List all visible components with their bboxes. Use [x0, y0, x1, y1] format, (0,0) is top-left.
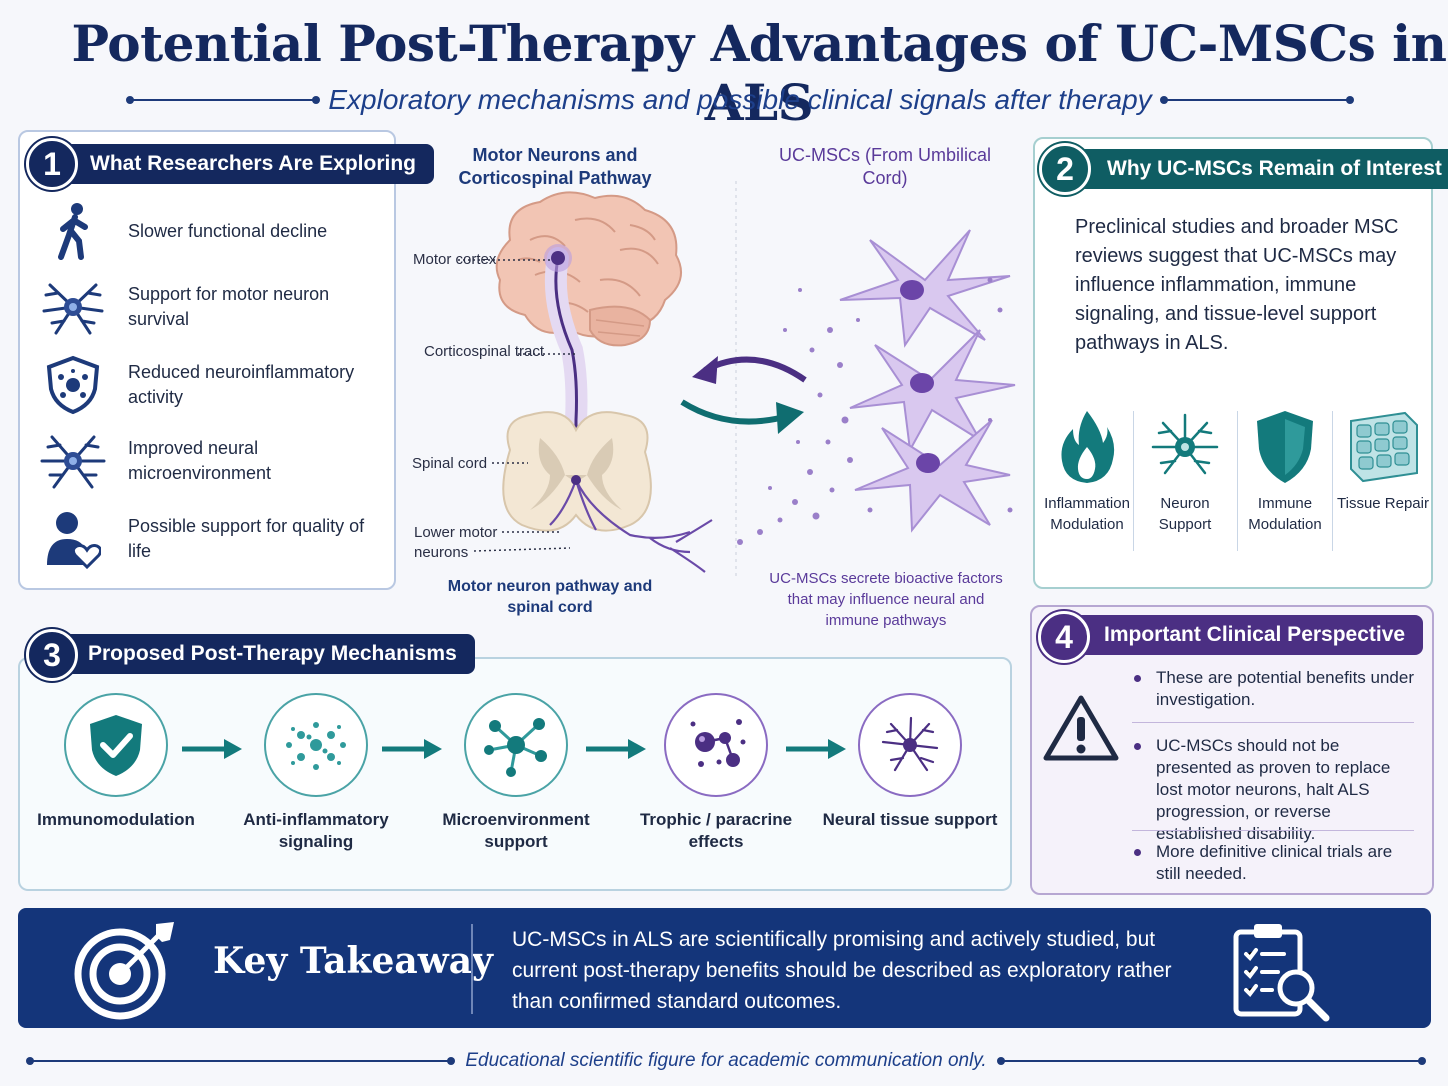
arrow-right-icon — [586, 739, 646, 759]
divider — [1133, 411, 1134, 551]
panel-description: Preclinical studies and broader MSC revi… — [1075, 216, 1399, 354]
neuron-icon — [858, 693, 962, 797]
panel-number-badge: 4 — [1038, 611, 1090, 663]
clipboard-search-icon — [1233, 924, 1330, 1022]
label-motor-cortex: Motor cortex — [413, 251, 497, 268]
panel-number-badge: 2 — [1039, 143, 1091, 195]
page-subtitle: Exploratory mechanisms and possible clin… — [328, 84, 1152, 115]
panel-title-mechanisms: Proposed Post-Therapy Mechanisms — [48, 634, 475, 674]
pathway-diagram — [458, 180, 1016, 580]
panel-researchers-exploring: What Researchers Are Exploring 1 Slower … — [18, 130, 434, 590]
list-item: Support for motor neuron survival — [38, 272, 388, 342]
divider — [996, 1057, 1427, 1065]
divider — [471, 924, 473, 1014]
divider — [1237, 411, 1238, 551]
list-item: Tissue Repair — [1335, 407, 1431, 514]
mechanism-step: Microenvironment support — [426, 693, 606, 853]
mechanism-step: Anti-inflammatory signaling — [226, 693, 406, 853]
warning-icon — [1043, 695, 1119, 761]
mechanism-step: Immunomodulation — [26, 693, 206, 831]
motor-neuron-title: Motor Neurons and Corticospinal Pathway — [458, 145, 652, 188]
panel-number-badge: 1 — [26, 138, 78, 190]
panel-title: What Researchers Are Exploring — [50, 144, 434, 184]
shield-icon — [1257, 411, 1313, 483]
mechanism-step: Neural tissue support — [820, 693, 1000, 831]
motor-pathway-caption: Motor neuron pathway and spinal cord — [447, 578, 653, 616]
list-item: Inflammation Modulation — [1039, 407, 1135, 535]
molecule-icon — [464, 693, 568, 797]
brain-illustration — [495, 191, 683, 347]
list-item: Neuron Support — [1137, 407, 1233, 535]
uc-msc-cells — [839, 229, 1016, 533]
list-item: More definitive clinical trials are stil… — [1132, 841, 1414, 885]
panel-clinical-perspective: Important Clinical Perspective 4 These a… — [1030, 605, 1434, 895]
shield-cell-icon — [38, 355, 108, 415]
spinal-cord-illustration — [502, 411, 652, 532]
neuron-icon — [38, 277, 108, 337]
list-item: Reduced neuroinflammatory activity — [38, 350, 388, 420]
panel-title: Important Clinical Perspective — [1064, 615, 1424, 655]
subtitle-row: Exploratory mechanisms and possible clin… — [125, 80, 1355, 120]
mechanism-step: Trophic / paracrine effects — [626, 693, 806, 853]
panel-number-badge: 3 — [26, 629, 78, 681]
person-heart-icon — [38, 509, 108, 569]
divider — [25, 1057, 456, 1065]
neuron-icon — [1151, 413, 1219, 475]
panel-mechanisms: Immunomodulation Anti-inflammatory signa… — [18, 657, 1012, 891]
arrow-right-icon — [382, 739, 442, 759]
label-lower-motor-neurons: Lower motor neurons — [414, 524, 498, 561]
takeaway-text: UC-MSCs in ALS are scientifically promis… — [512, 928, 1172, 1013]
shield-check-icon — [64, 693, 168, 797]
divider — [1132, 830, 1414, 831]
divider — [1132, 722, 1414, 723]
arrow-right-icon — [786, 739, 846, 759]
flame-icon — [1061, 411, 1115, 483]
paracrine-icon — [664, 693, 768, 797]
walking-person-icon — [38, 201, 108, 261]
key-takeaway-banner: Key Takeaway UC-MSCs in ALS are scientif… — [18, 908, 1431, 1028]
list-item: Slower functional decline — [38, 196, 388, 266]
list-item: Improved neural microenvironment — [38, 426, 388, 496]
list-item: UC-MSCs should not be presented as prove… — [1132, 735, 1414, 845]
particles-icon — [264, 693, 368, 797]
neuron-icon — [38, 431, 108, 491]
label-corticospinal-tract: Corticospinal tract — [424, 343, 545, 360]
panel-title: Why UC-MSCs Remain of Interest — [1067, 149, 1448, 189]
list-item: These are potential benefits under inves… — [1132, 667, 1414, 711]
panel-why-uc-mscs: Why UC-MSCs Remain of Interest 2 Preclin… — [1033, 137, 1448, 589]
list-item: Possible support for quality of life — [38, 504, 388, 574]
uc-msc-title: UC-MSCs (From Umbilical Cord) — [779, 145, 991, 188]
page-title: Potential Post-Therapy Advantages of UC-… — [71, 14, 1447, 132]
footer-row: Educational scientific figure for academ… — [25, 1046, 1427, 1076]
label-spinal-cord: Spinal cord — [412, 455, 488, 472]
divider — [125, 96, 321, 104]
footer-note: Educational scientific figure for academ… — [465, 1050, 987, 1071]
takeaway-title: Key Takeaway — [213, 940, 493, 982]
target-icon — [74, 922, 174, 1020]
divider — [1332, 411, 1333, 551]
divider — [1159, 96, 1355, 104]
list-item: Immune Modulation — [1237, 407, 1333, 535]
tissue-icon — [1350, 411, 1418, 483]
arrow-right-icon — [182, 739, 242, 759]
uc-msc-caption: UC-MSCs secrete bioactive factors that m… — [769, 570, 1003, 629]
